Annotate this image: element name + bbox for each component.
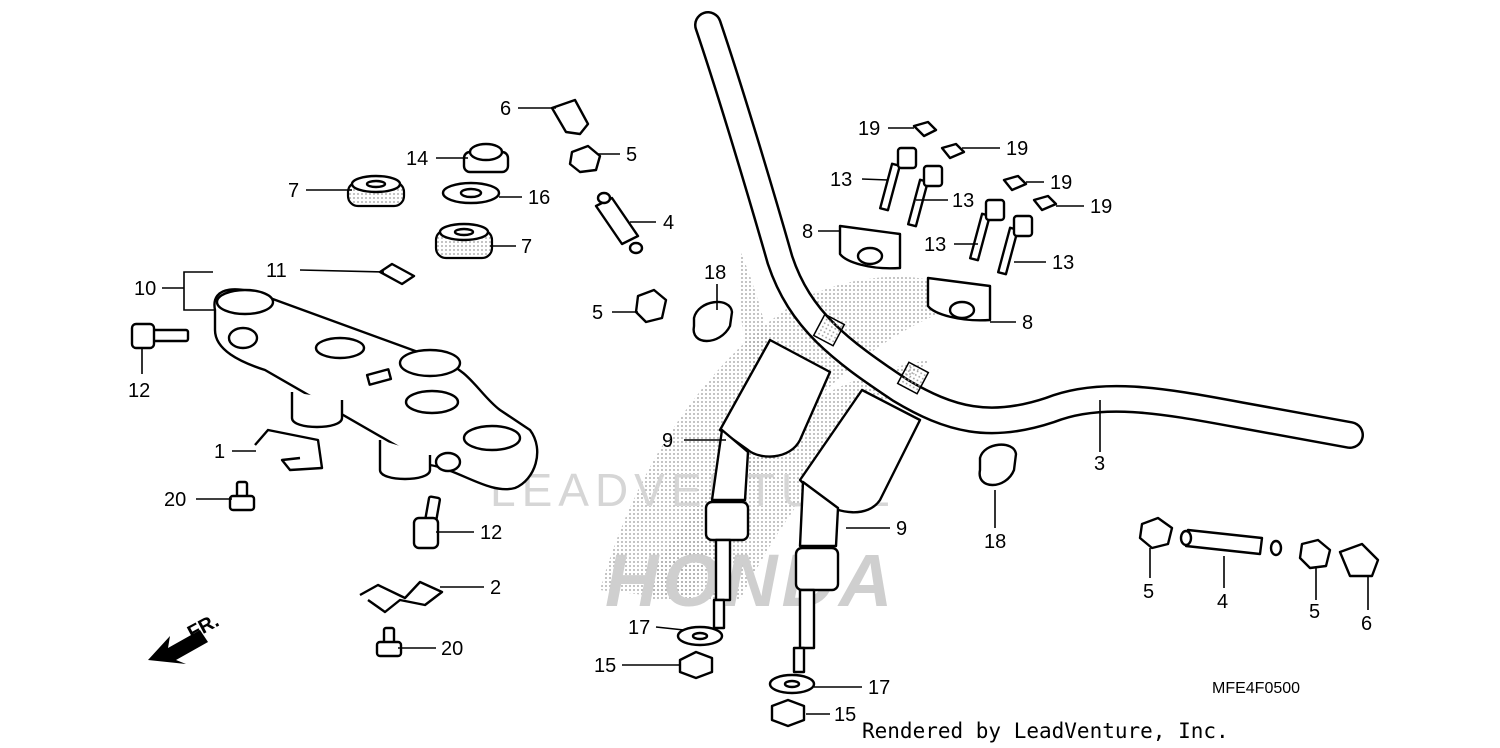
callout-20: 20 bbox=[441, 638, 463, 660]
shaft-4-left bbox=[594, 191, 644, 255]
callout-16: 16 bbox=[528, 187, 550, 209]
washer-16 bbox=[441, 181, 501, 205]
callout-19: 19 bbox=[1050, 172, 1072, 194]
honda-watermark: HONDA bbox=[605, 539, 896, 622]
shaft-4-right bbox=[1179, 528, 1283, 557]
top-bridge bbox=[213, 288, 539, 491]
callout-12: 12 bbox=[480, 522, 502, 544]
bolt-12-lower bbox=[412, 495, 442, 550]
nut-5-c bbox=[1138, 516, 1174, 550]
callout-9: 9 bbox=[896, 518, 907, 540]
holder-8-lower bbox=[926, 276, 992, 322]
bolt-20-upper bbox=[228, 480, 256, 512]
bushing-7-upper bbox=[346, 174, 406, 208]
callout-19: 19 bbox=[1090, 196, 1112, 218]
callout-15: 15 bbox=[834, 704, 856, 726]
plate-11 bbox=[378, 262, 416, 286]
nut-14 bbox=[462, 142, 510, 174]
callout-7: 7 bbox=[521, 236, 532, 258]
callout-11: 11 bbox=[266, 260, 287, 282]
callout-4: 4 bbox=[663, 212, 674, 234]
bolt-13-a bbox=[878, 146, 918, 212]
callout-1: 1 bbox=[214, 441, 225, 463]
washer-17-left bbox=[676, 625, 724, 647]
callout-2: 2 bbox=[490, 577, 501, 599]
callout-5: 5 bbox=[626, 144, 637, 166]
nut-15-left bbox=[678, 650, 714, 680]
callout-15: 15 bbox=[594, 655, 616, 677]
handlebar bbox=[694, 11, 1364, 449]
riser-9-left bbox=[704, 338, 832, 630]
diagram-code: MFE4F0500 bbox=[1212, 680, 1300, 697]
clamp-18-right bbox=[978, 443, 1018, 487]
callout-13: 13 bbox=[1052, 252, 1074, 274]
bolt-20-lower bbox=[375, 626, 403, 658]
callout-6: 6 bbox=[500, 98, 511, 120]
callout-5: 5 bbox=[592, 302, 603, 324]
callout-3: 3 bbox=[1094, 453, 1105, 475]
front-direction-arrow: FR. bbox=[148, 610, 223, 664]
callout-19: 19 bbox=[858, 118, 880, 140]
nut-5-d bbox=[1298, 538, 1332, 570]
washer-19-a bbox=[912, 120, 938, 138]
clip-1 bbox=[254, 428, 324, 472]
callout-17: 17 bbox=[628, 617, 650, 639]
callout-18: 18 bbox=[984, 531, 1006, 553]
callout-20: 20 bbox=[164, 489, 186, 511]
washer-19-d bbox=[1032, 194, 1058, 212]
bracket-6-left bbox=[550, 98, 590, 136]
callout-13: 13 bbox=[952, 190, 974, 212]
callout-9: 9 bbox=[662, 430, 673, 452]
bolt-13-c bbox=[968, 198, 1006, 262]
bushing-7-lower bbox=[434, 222, 494, 260]
bolt-13-b bbox=[906, 164, 944, 228]
riser-9-right bbox=[792, 388, 922, 674]
callout-19: 19 bbox=[1006, 138, 1028, 160]
callout-14: 14 bbox=[406, 148, 428, 170]
callout-6: 6 bbox=[1361, 613, 1372, 635]
nut-5-b bbox=[634, 288, 668, 324]
callout-7: 7 bbox=[288, 180, 299, 202]
callout-4: 4 bbox=[1217, 591, 1228, 613]
callout-17: 17 bbox=[868, 677, 890, 699]
callout-5: 5 bbox=[1309, 601, 1320, 623]
callout-8: 8 bbox=[802, 221, 813, 243]
washer-17-right bbox=[768, 673, 816, 695]
callout-5: 5 bbox=[1143, 581, 1154, 603]
render-credit: Rendered by LeadVenture, Inc. bbox=[862, 719, 1229, 743]
clamp-18-left bbox=[692, 300, 734, 343]
callout-10: 10 bbox=[134, 278, 156, 300]
bolt-12-top bbox=[130, 322, 190, 350]
callout-13: 13 bbox=[830, 169, 852, 191]
nut-5-a bbox=[568, 144, 602, 174]
leader-lines bbox=[141, 107, 1369, 715]
callout-8: 8 bbox=[1022, 312, 1033, 334]
nut-15-right bbox=[770, 698, 806, 728]
holder-8-upper bbox=[838, 224, 902, 270]
callout-12: 12 bbox=[128, 380, 150, 402]
callout-18: 18 bbox=[704, 262, 726, 284]
bolt-13-d bbox=[996, 214, 1034, 276]
bracket-6-right bbox=[1338, 542, 1380, 578]
washer-19-b bbox=[940, 142, 966, 160]
callout-labels: 6 5 14 7 16 4 7 18 11 10 5 12 1 9 20 12 … bbox=[128, 98, 1372, 726]
callout-13: 13 bbox=[924, 234, 946, 256]
washer-19-c bbox=[1002, 174, 1028, 192]
clip-2 bbox=[359, 580, 444, 614]
